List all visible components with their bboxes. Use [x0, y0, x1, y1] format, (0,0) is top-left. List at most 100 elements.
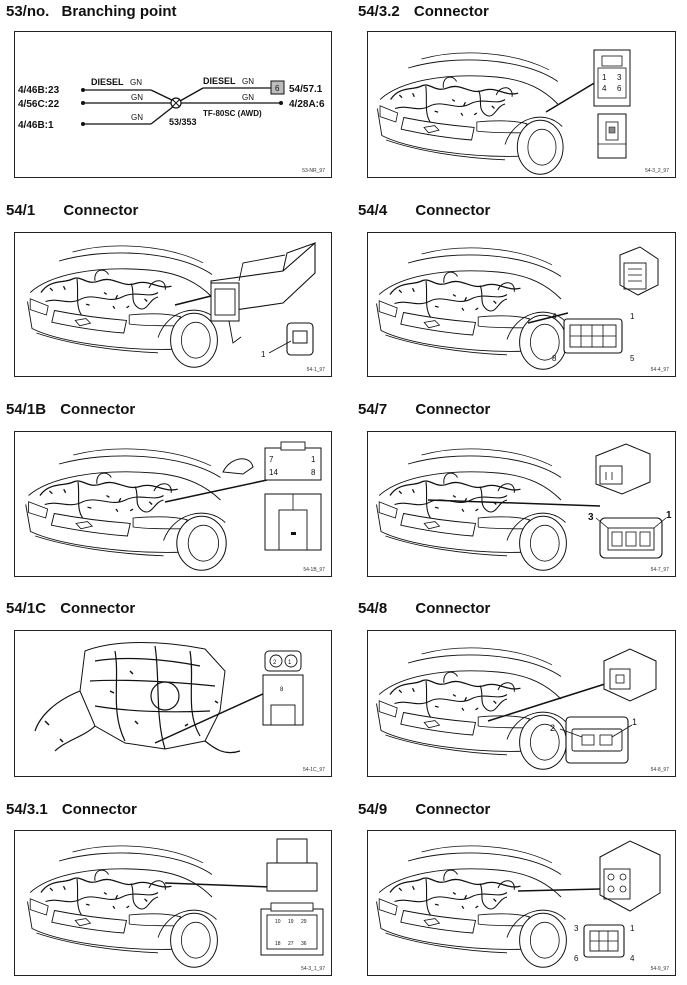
pin-number: 4 — [602, 84, 607, 93]
pin-number: 3 — [617, 73, 622, 82]
pin-number: 1 — [666, 510, 672, 521]
wire-color: GN — [130, 78, 142, 87]
pin-number: 2 — [273, 660, 277, 666]
figure-code: 54-8_97 — [650, 767, 669, 773]
connector-illustration: 4 1 8 5 — [375, 246, 659, 370]
section-number: 53/no. — [6, 3, 50, 20]
wire-color: GN — [131, 113, 143, 122]
section-label: Connector — [415, 801, 491, 818]
connector-54-7-panel: 3 1 54-7_97 — [367, 431, 676, 577]
connector-illustration: 3 1 6 4 — [375, 840, 661, 968]
pin-number: 3 — [574, 924, 579, 933]
pin-number: 1 — [311, 455, 316, 464]
connector-54-9-panel: 3 1 6 4 54-9_97 — [367, 830, 676, 976]
section-number: 54/7 — [358, 401, 388, 418]
connector-illustration: 2 1 8 — [34, 642, 304, 754]
section-label: Connector — [60, 401, 136, 418]
figure-code: 54-9_97 — [650, 966, 669, 972]
section-title-5431: 54/3.1 Connector — [6, 801, 137, 818]
section-label: Branching point — [61, 3, 177, 20]
section-number: 54/8 — [358, 600, 388, 617]
section-title-541c: 54/1C Connector — [6, 600, 135, 617]
section-number: 54/1B — [6, 401, 47, 418]
section-title-548: 54/8 Connector — [358, 600, 490, 617]
terminal-label: 4/46B:23 — [18, 85, 60, 96]
pin-number: 1 — [630, 924, 635, 933]
pin-number: 1 — [632, 717, 637, 727]
connector-54-1-panel: 1 54-1_97 — [14, 232, 332, 377]
figure-code: 54-3_1_97 — [301, 966, 325, 972]
section-title-547: 54/7 Connector — [358, 401, 490, 418]
connector-54-1b-panel: 7 1 14 8 54-1B_97 — [14, 431, 332, 577]
figure-code: 54-1C_97 — [303, 767, 325, 773]
pin-number: 8 — [552, 354, 557, 363]
pin-number: 1 — [630, 312, 635, 321]
section-number: 54/1C — [6, 600, 47, 617]
pin-number: 27 — [288, 941, 294, 947]
section-title-5432: 54/3.2 Connector — [358, 3, 489, 20]
pin-number: 29 — [301, 919, 307, 925]
pin-number: 1 — [602, 73, 607, 82]
section-label: Connector — [413, 3, 489, 20]
section-label: Connector — [61, 801, 137, 818]
wire-color: GN — [131, 93, 143, 102]
pin-number: 1 — [288, 660, 292, 666]
pin-number: 8 — [280, 687, 284, 693]
connector-illustration: 10 19 29 18 27 36 — [26, 838, 324, 968]
section-number: 54/4 — [358, 202, 388, 219]
section-number: 54/1 — [6, 202, 36, 219]
component-box — [270, 80, 285, 95]
section-title-541: 54/1 Connector — [6, 202, 138, 219]
pin-number: 7 — [269, 455, 274, 464]
section-label: Connector — [415, 401, 491, 418]
pin-number: 8 — [311, 468, 316, 477]
figure-code: 53-NR_97 — [302, 168, 325, 174]
pin-number: 18 — [275, 941, 281, 947]
wire-color: GN — [242, 93, 254, 102]
connector-54-3-1-panel: 10 19 29 18 27 36 54-3_1_97 — [14, 830, 332, 976]
section-label: Connector — [415, 202, 491, 219]
section-label: Connector — [63, 202, 139, 219]
figure-code: 54-3_2_97 — [645, 168, 669, 174]
connector-illustration: 1 — [26, 241, 316, 368]
box-number: 6 — [275, 84, 280, 93]
connector-54-1c-panel: 2 1 8 54-1C_97 — [14, 630, 332, 777]
wire-label: DIESEL — [203, 76, 236, 86]
section-title-541b: 54/1B Connector — [6, 401, 135, 418]
pin-number: 36 — [301, 941, 307, 947]
terminal-label: 4/28A:6 — [289, 99, 325, 110]
pin-number: 2 — [550, 723, 555, 733]
connector-54-3-2-panel: 1 3 4 6 54-3_2_97 — [367, 31, 676, 178]
pin-number: 10 — [275, 919, 281, 925]
wire-label: DIESEL — [91, 77, 124, 87]
terminal-label: 4/56C:22 — [18, 99, 60, 110]
figure-code: 54-4_97 — [650, 367, 669, 373]
section-title-53: 53/no. Branching point — [6, 3, 177, 20]
terminal-label: 54/57.1 — [289, 84, 323, 95]
connector-illustration: 1 3 4 6 — [376, 49, 631, 175]
wire-color: GN — [242, 77, 254, 86]
pin-number: 6 — [574, 954, 579, 963]
connector-54-8-panel: 2 1 54-8_97 — [367, 630, 676, 777]
pin-number: 19 — [288, 919, 294, 925]
wiring-schematic: 4/46B:23 4/56C:22 4/46B:1 54/57.1 4/28A:… — [18, 76, 325, 131]
pin-number: 6 — [617, 84, 622, 93]
connector-54-4-panel: 4 1 8 5 54-4_97 — [367, 232, 676, 377]
pin-number: 4 — [552, 312, 557, 321]
pin-number: 3 — [588, 512, 594, 523]
figure-code: 54-1_97 — [306, 367, 325, 373]
pin-number: 5 — [630, 354, 635, 363]
connector-illustration: 2 1 — [375, 647, 657, 770]
section-number: 54/9 — [358, 801, 388, 818]
pin-number: 4 — [630, 954, 635, 963]
section-title-544: 54/4 Connector — [358, 202, 490, 219]
variant-label: TF-80SC (AWD) — [203, 109, 262, 118]
figure-code: 54-7_97 — [650, 567, 669, 573]
section-number: 54/3.2 — [358, 3, 400, 20]
connector-illustration: 7 1 14 8 — [25, 441, 322, 571]
section-number: 54/3.1 — [6, 801, 48, 818]
junction-label: 53/353 — [169, 117, 197, 127]
branching-point-panel: 4/46B:23 4/56C:22 4/46B:1 54/57.1 4/28A:… — [14, 31, 332, 178]
pin-number: 14 — [269, 468, 278, 477]
section-label: Connector — [415, 600, 491, 617]
